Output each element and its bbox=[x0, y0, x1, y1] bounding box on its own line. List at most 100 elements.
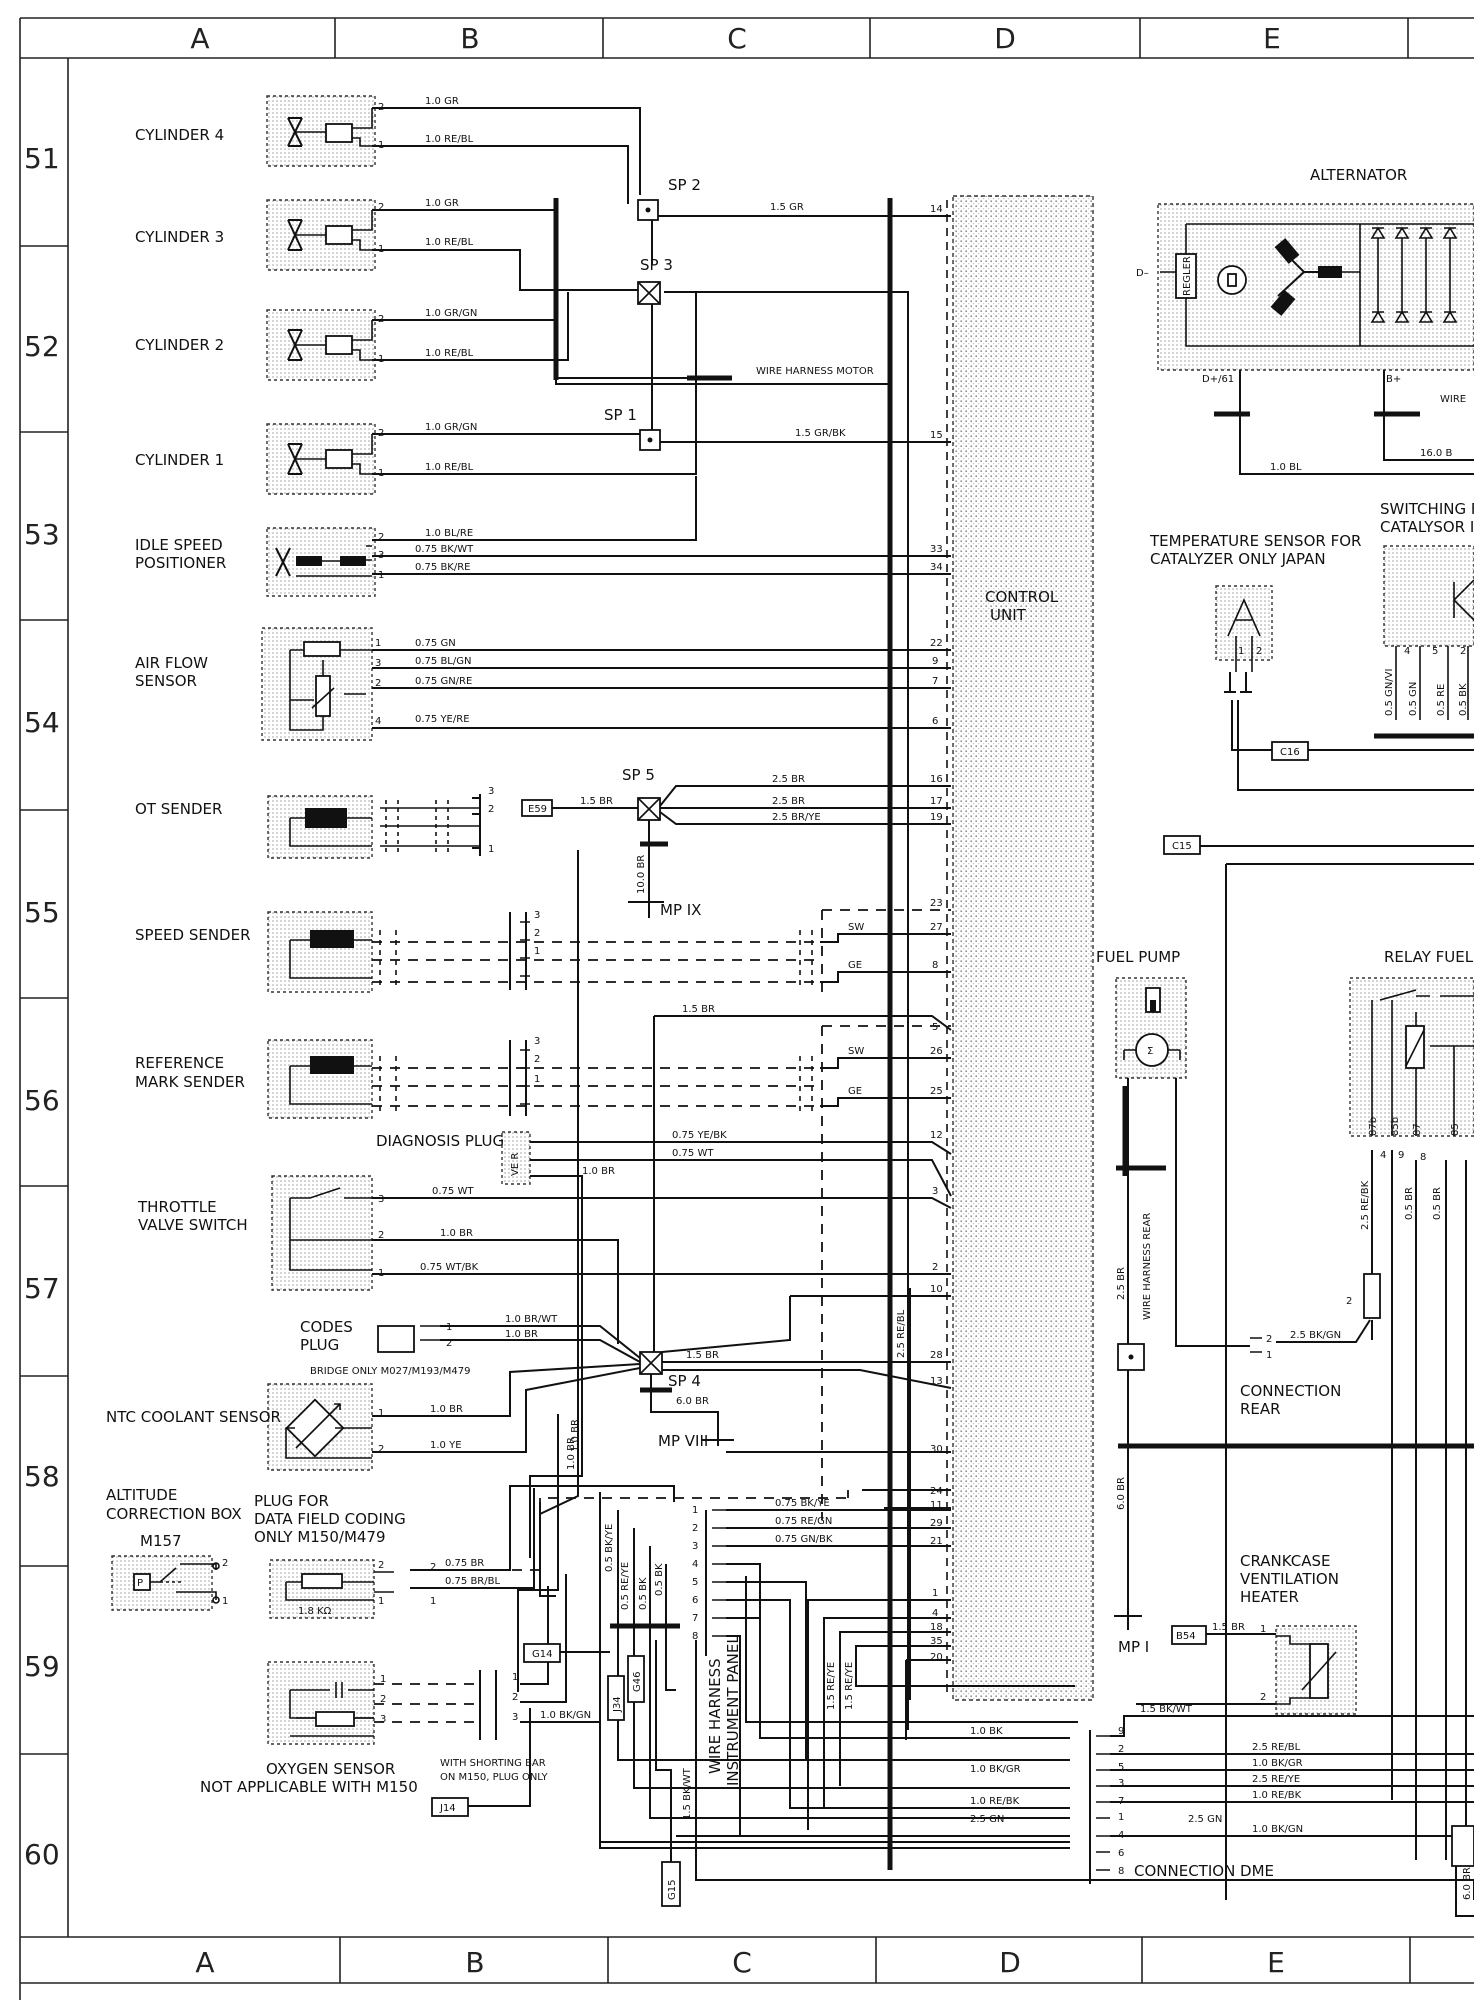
svg-text:8: 8 bbox=[1118, 1866, 1124, 1877]
component-label: ALTERNATOR bbox=[1310, 166, 1407, 184]
harness-label: WIRE HARNESS MOTOR bbox=[756, 366, 874, 377]
component-label: PLUG FOR bbox=[254, 1492, 329, 1510]
column-label: A bbox=[195, 1946, 214, 1979]
speed-sender: SPEED SENDER 3 2 1 SW GE bbox=[135, 909, 951, 1000]
svg-text:9: 9 bbox=[932, 656, 938, 667]
component-label: TEMPERATURE SENSOR FOR bbox=[1149, 532, 1361, 550]
svg-text:1.0 BR: 1.0 BR bbox=[440, 1228, 473, 1239]
injector-cylinder-2: CYLINDER 2 2 1 bbox=[135, 309, 384, 381]
svg-text:26: 26 bbox=[930, 1046, 943, 1057]
svg-text:GE: GE bbox=[848, 1086, 862, 1097]
svg-text:G15: G15 bbox=[667, 1880, 678, 1900]
splice-sp1: SP 1 bbox=[604, 406, 661, 451]
splice-sp4: SP 4 1.5 BR 6.0 BR MP VIII bbox=[639, 1295, 952, 1450]
svg-text:0.5 RE: 0.5 RE bbox=[1436, 684, 1447, 716]
svg-text:9: 9 bbox=[1398, 1150, 1404, 1161]
svg-text:0.75 YE/BK: 0.75 YE/BK bbox=[672, 1130, 727, 1141]
switching-catalysor: SWITCHING F CATALYSOR I 4 5 2 0.5 GN/VI … bbox=[1374, 500, 1474, 739]
component-note: BRIDGE ONLY M027/M193/M479 bbox=[310, 1366, 470, 1377]
control-unit-label: UNIT bbox=[990, 606, 1027, 624]
component-label: CYLINDER 2 bbox=[135, 336, 224, 354]
temperature-sensor-catalyzer: TEMPERATURE SENSOR FOR CATALYZER ONLY JA… bbox=[1149, 532, 1474, 791]
svg-text:3: 3 bbox=[1118, 1778, 1124, 1789]
reference-mark-sender: REFERENCE MARK SENDER 3 2 1 SW GE 1.5 BR bbox=[135, 1004, 952, 1520]
component-note: ON M150, PLUG ONLY bbox=[440, 1772, 549, 1783]
svg-text:SP 1: SP 1 bbox=[604, 406, 637, 424]
svg-text:7: 7 bbox=[932, 676, 938, 687]
svg-text:D–: D– bbox=[1136, 268, 1149, 279]
svg-text:1.5 GR/BK: 1.5 GR/BK bbox=[795, 428, 846, 439]
svg-text:2.5 BR/YE: 2.5 BR/YE bbox=[772, 812, 821, 823]
svg-text:85b: 85b bbox=[1390, 1117, 1401, 1136]
component-label: CYLINDER 1 bbox=[135, 451, 224, 469]
svg-text:22: 22 bbox=[930, 638, 943, 649]
svg-text:0.5 BK/YE: 0.5 BK/YE bbox=[604, 1524, 615, 1572]
svg-text:SP 5: SP 5 bbox=[622, 766, 655, 784]
svg-text:1.0 GR/GN: 1.0 GR/GN bbox=[425, 422, 477, 433]
svg-text:0.75 WT: 0.75 WT bbox=[672, 1148, 714, 1159]
row-label: 59 bbox=[24, 1650, 60, 1683]
svg-text:87: 87 bbox=[1412, 1123, 1423, 1136]
svg-text:23: 23 bbox=[930, 898, 943, 909]
component-label: ALTITUDE bbox=[106, 1486, 177, 1504]
svg-text:1: 1 bbox=[932, 1588, 938, 1599]
svg-text:0.75 GN/BK: 0.75 GN/BK bbox=[775, 1534, 833, 1545]
svg-text:1.0 RE/BK: 1.0 RE/BK bbox=[1252, 1790, 1302, 1801]
airflow-wires bbox=[372, 649, 951, 729]
oxygen-sensor: OXYGEN SENSOR NOT APPLICABLE WITH M150 1… bbox=[200, 1574, 1070, 1843]
svg-text:REGLER: REGLER bbox=[1182, 256, 1193, 296]
svg-text:1: 1 bbox=[534, 946, 540, 957]
component-label: REAR bbox=[1240, 1400, 1281, 1418]
svg-text:1.0 BK/GR: 1.0 BK/GR bbox=[970, 1764, 1021, 1775]
svg-text:SP 2: SP 2 bbox=[668, 176, 701, 194]
component-label: DIAGNOSIS PLUG bbox=[376, 1132, 504, 1150]
component-label: ONLY M150/M479 bbox=[254, 1528, 386, 1546]
svg-text:6: 6 bbox=[932, 716, 938, 727]
instrument-panel-connector: 1 2 3 4 5 6 7 8 0.75 BK/YE 0.75 RE/GN 0.… bbox=[599, 1492, 1070, 1836]
svg-text:4: 4 bbox=[1380, 1150, 1386, 1161]
svg-text:1: 1 bbox=[378, 1596, 384, 1607]
row-label: 56 bbox=[24, 1084, 60, 1117]
airflow-wire-labels: 0.75 GN 0.75 BL/GN 0.75 GN/RE 0.75 YE/RE bbox=[415, 638, 472, 725]
air-flow-sensor: AIR FLOW SENSOR 1 3 2 4 bbox=[135, 627, 381, 741]
svg-text:2: 2 bbox=[1256, 646, 1262, 657]
column-label: E bbox=[1267, 1946, 1285, 1979]
svg-text:0.5 BK: 0.5 BK bbox=[1458, 683, 1469, 716]
svg-text:C15: C15 bbox=[1172, 841, 1192, 852]
svg-text:GE: GE bbox=[848, 960, 862, 971]
svg-text:2: 2 bbox=[430, 1562, 436, 1573]
svg-text:1.0 BR: 1.0 BR bbox=[570, 1419, 581, 1452]
grid-frame bbox=[19, 17, 1474, 2000]
svg-text:Σ: Σ bbox=[1147, 1046, 1153, 1057]
svg-text:1.5 BK/WT: 1.5 BK/WT bbox=[682, 1767, 693, 1820]
svg-text:18: 18 bbox=[930, 1622, 943, 1633]
svg-text:WIRE: WIRE bbox=[1440, 394, 1466, 405]
svg-text:2: 2 bbox=[222, 1558, 228, 1569]
harness-label: INSTRUMENT PANEL bbox=[724, 1635, 742, 1786]
svg-text:21: 21 bbox=[930, 1536, 943, 1547]
component-label: CATALYZER ONLY JAPAN bbox=[1150, 550, 1326, 568]
plug-data-field-coding: 1.8 KΩ PLUG FOR DATA FIELD CODING ONLY M… bbox=[254, 1485, 849, 1619]
svg-text:1.5 BK/WT: 1.5 BK/WT bbox=[1140, 1704, 1193, 1715]
svg-text:14: 14 bbox=[930, 204, 943, 215]
codes-plug: CODES PLUG 1 2 BRIDGE ONLY M027/M193/M47… bbox=[300, 1314, 641, 1377]
svg-text:2.5 GN: 2.5 GN bbox=[970, 1814, 1004, 1825]
svg-text:1: 1 bbox=[378, 570, 384, 581]
control-unit-pins: 14 15 33 34 22 9 7 6 16 17 19 23 27 8 5 … bbox=[726, 204, 951, 1740]
splice-sp5: E59 1.5 BR SP 5 2.5 BR 2.5 BR 2.5 BR/YE … bbox=[521, 766, 951, 919]
svg-text:B+: B+ bbox=[1386, 374, 1401, 385]
component-label: PLUG bbox=[300, 1336, 339, 1354]
svg-text:2.5 RE/YE: 2.5 RE/YE bbox=[1252, 1774, 1300, 1785]
injector-cylinder-3: CYLINDER 3 2 1 bbox=[135, 199, 384, 271]
column-label: D bbox=[994, 22, 1016, 55]
row-label: 54 bbox=[24, 706, 60, 739]
svg-text:2.5 RE/BL: 2.5 RE/BL bbox=[896, 1309, 907, 1358]
svg-text:MP VIII: MP VIII bbox=[658, 1432, 708, 1450]
svg-text:3: 3 bbox=[512, 1712, 518, 1723]
svg-text:1.0 GR/GN: 1.0 GR/GN bbox=[425, 308, 477, 319]
svg-text:1.0 BR: 1.0 BR bbox=[566, 1437, 577, 1470]
svg-text:2: 2 bbox=[378, 1444, 384, 1455]
svg-text:D+/61: D+/61 bbox=[1202, 374, 1234, 385]
svg-text:SW: SW bbox=[848, 922, 864, 933]
connection-rear: 2 1 CONNECTION REAR 2.5 BK/GN 2 bbox=[1240, 1156, 1381, 1418]
